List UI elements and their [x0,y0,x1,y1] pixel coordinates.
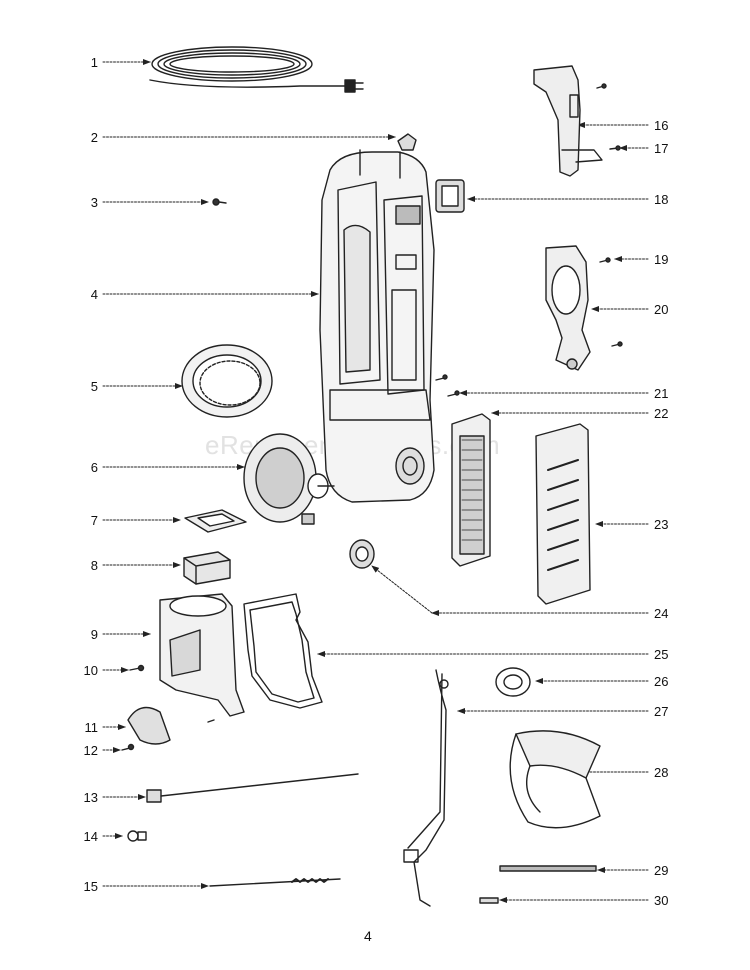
screw-part-12 [121,743,135,751]
screw-part-small [207,719,215,723]
part-label-20: 20 [654,302,669,317]
part-label-1: 1 [90,55,98,70]
part-label-19: 19 [654,252,669,267]
part-label-17: 17 [654,141,669,156]
curved-shield-part [509,730,601,829]
part-label-2: 2 [90,130,98,145]
foam-filter-part [183,551,231,585]
part-label-26: 26 [654,674,669,689]
part-label-12: 12 [83,743,98,758]
part-label-8: 8 [90,558,98,573]
part-label-16: 16 [654,118,669,133]
part-label-30: 30 [654,893,669,908]
latch-knob-part [127,706,171,745]
screw-part-17 [609,145,621,151]
screw-part-20 [611,341,623,347]
grille-cover-part [535,423,591,605]
fitting-part-24 [349,539,375,569]
screw-part-10 [129,664,145,672]
part-label-29: 29 [654,863,669,878]
rod-part-13 [146,773,359,803]
strip-part-30 [479,897,499,904]
part-label-28: 28 [654,765,669,780]
motor-part [243,433,335,525]
clip-part [397,133,417,151]
handle-bracket-part [533,65,603,177]
part-label-6: 6 [90,460,98,475]
part-label-22: 22 [654,406,669,421]
part-label-4: 4 [90,287,98,302]
ring-band-part [181,344,273,418]
part-label-21: 21 [654,386,669,401]
leader-lines [102,59,649,903]
part-label-23: 23 [654,517,669,532]
power-cord-part [149,46,364,93]
part-label-3: 3 [90,195,98,210]
screw-part-19 [599,257,611,263]
filter-frame-part [184,509,247,533]
part-label-15: 15 [83,879,98,894]
page-number: 4 [364,928,372,944]
part-label-14: 14 [83,829,98,844]
washer-part [495,667,531,697]
part-label-10: 10 [83,663,98,678]
part-label-9: 9 [90,627,98,642]
dirt-cup-part [159,593,245,717]
bulb-part [127,830,147,842]
part-label-18: 18 [654,192,669,207]
part-label-24: 24 [654,606,669,621]
spring-rod-part [209,878,341,887]
handle-assembly-part [545,245,591,371]
hepa-filter-part [451,413,491,567]
screw-part-21 [435,374,460,397]
part-label-5: 5 [90,379,98,394]
part-label-7: 7 [90,513,98,528]
frame-part-18 [435,179,465,213]
part-label-27: 27 [654,704,669,719]
part-label-13: 13 [83,790,98,805]
gasket-part [243,593,323,709]
screw-part-3 [212,198,227,206]
rod-part-29 [499,865,597,872]
part-label-11: 11 [84,720,99,735]
wire-harness-part [403,669,449,907]
screw-part-16 [596,83,607,89]
part-label-25: 25 [654,647,669,662]
main-housing-part [319,149,435,503]
